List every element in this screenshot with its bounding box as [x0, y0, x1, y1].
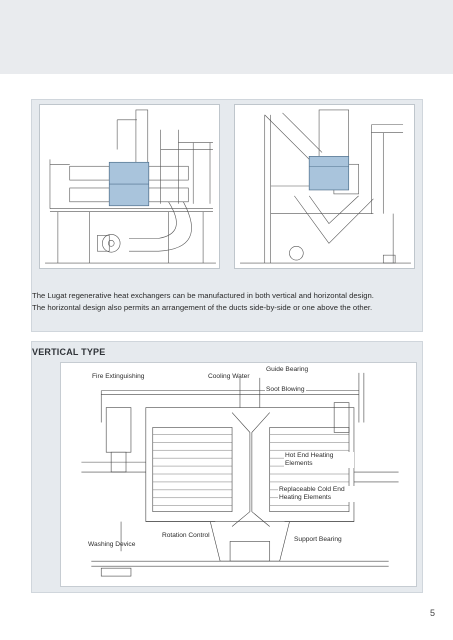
- label-guide-bearing: Guide Bearing: [266, 366, 309, 373]
- label-washing-device: Washing Device: [88, 541, 136, 548]
- label-cooling-water: Cooling Water: [208, 373, 250, 380]
- label-support-bearing: Support Bearing: [294, 536, 342, 543]
- section-title: VERTICAL TYPE: [32, 347, 106, 357]
- description-text: The Lugat regenerative heat exchangers c…: [32, 290, 422, 314]
- vertical-arrangement-drawing: [234, 104, 415, 269]
- header-band: [0, 0, 453, 74]
- vertical-arrangement-svg: [240, 109, 411, 264]
- label-rotation-control: Rotation Control: [162, 532, 210, 539]
- description-line-1: The Lugat regenerative heat exchangers c…: [32, 291, 374, 300]
- illustration-panel: [31, 99, 423, 332]
- vertical-type-svg: [81, 372, 399, 577]
- horizontal-arrangement-drawing: [39, 104, 220, 269]
- horizontal-arrangement-svg: [45, 109, 216, 264]
- label-fire-extinguishing: Fire Extinguishing: [92, 373, 145, 380]
- vertical-type-diagram: [60, 362, 417, 587]
- description-line-2: The horizontal design also permits an ar…: [32, 303, 373, 312]
- page-number: 5: [430, 608, 436, 618]
- label-replaceable-cold-end-heating-elements: Replaceable Cold End Heating Elements: [278, 486, 358, 502]
- label-hot-end-heating-elements: Hot End Heating Elements: [284, 452, 354, 468]
- label-soot-blowing: Soot Blowing: [265, 386, 306, 394]
